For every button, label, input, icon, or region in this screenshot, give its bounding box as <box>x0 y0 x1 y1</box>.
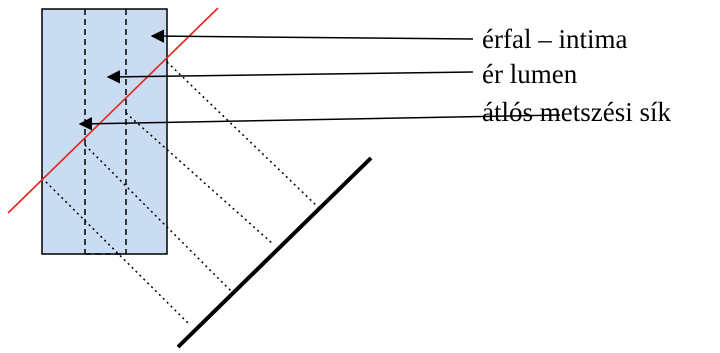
label-arrows <box>78 29 561 131</box>
projection-lines <box>41 61 319 326</box>
arrow-wall <box>150 29 474 43</box>
vessel-wall-rectangle <box>41 8 168 255</box>
projection-screen-line <box>176 156 373 349</box>
projection-line-1 <box>41 177 191 326</box>
vessel <box>41 8 168 255</box>
label-lumen: ér lumen <box>482 59 578 89</box>
label-vessel-wall: érfal – intima <box>482 24 627 54</box>
cut-plane-line <box>7 7 219 214</box>
arrow-lumen <box>106 70 474 84</box>
label-cut-plane: átlós metszési sík <box>482 97 671 127</box>
arrow-plane <box>78 114 561 131</box>
projection-line-2 <box>84 144 233 293</box>
projection-line-4 <box>166 61 319 208</box>
